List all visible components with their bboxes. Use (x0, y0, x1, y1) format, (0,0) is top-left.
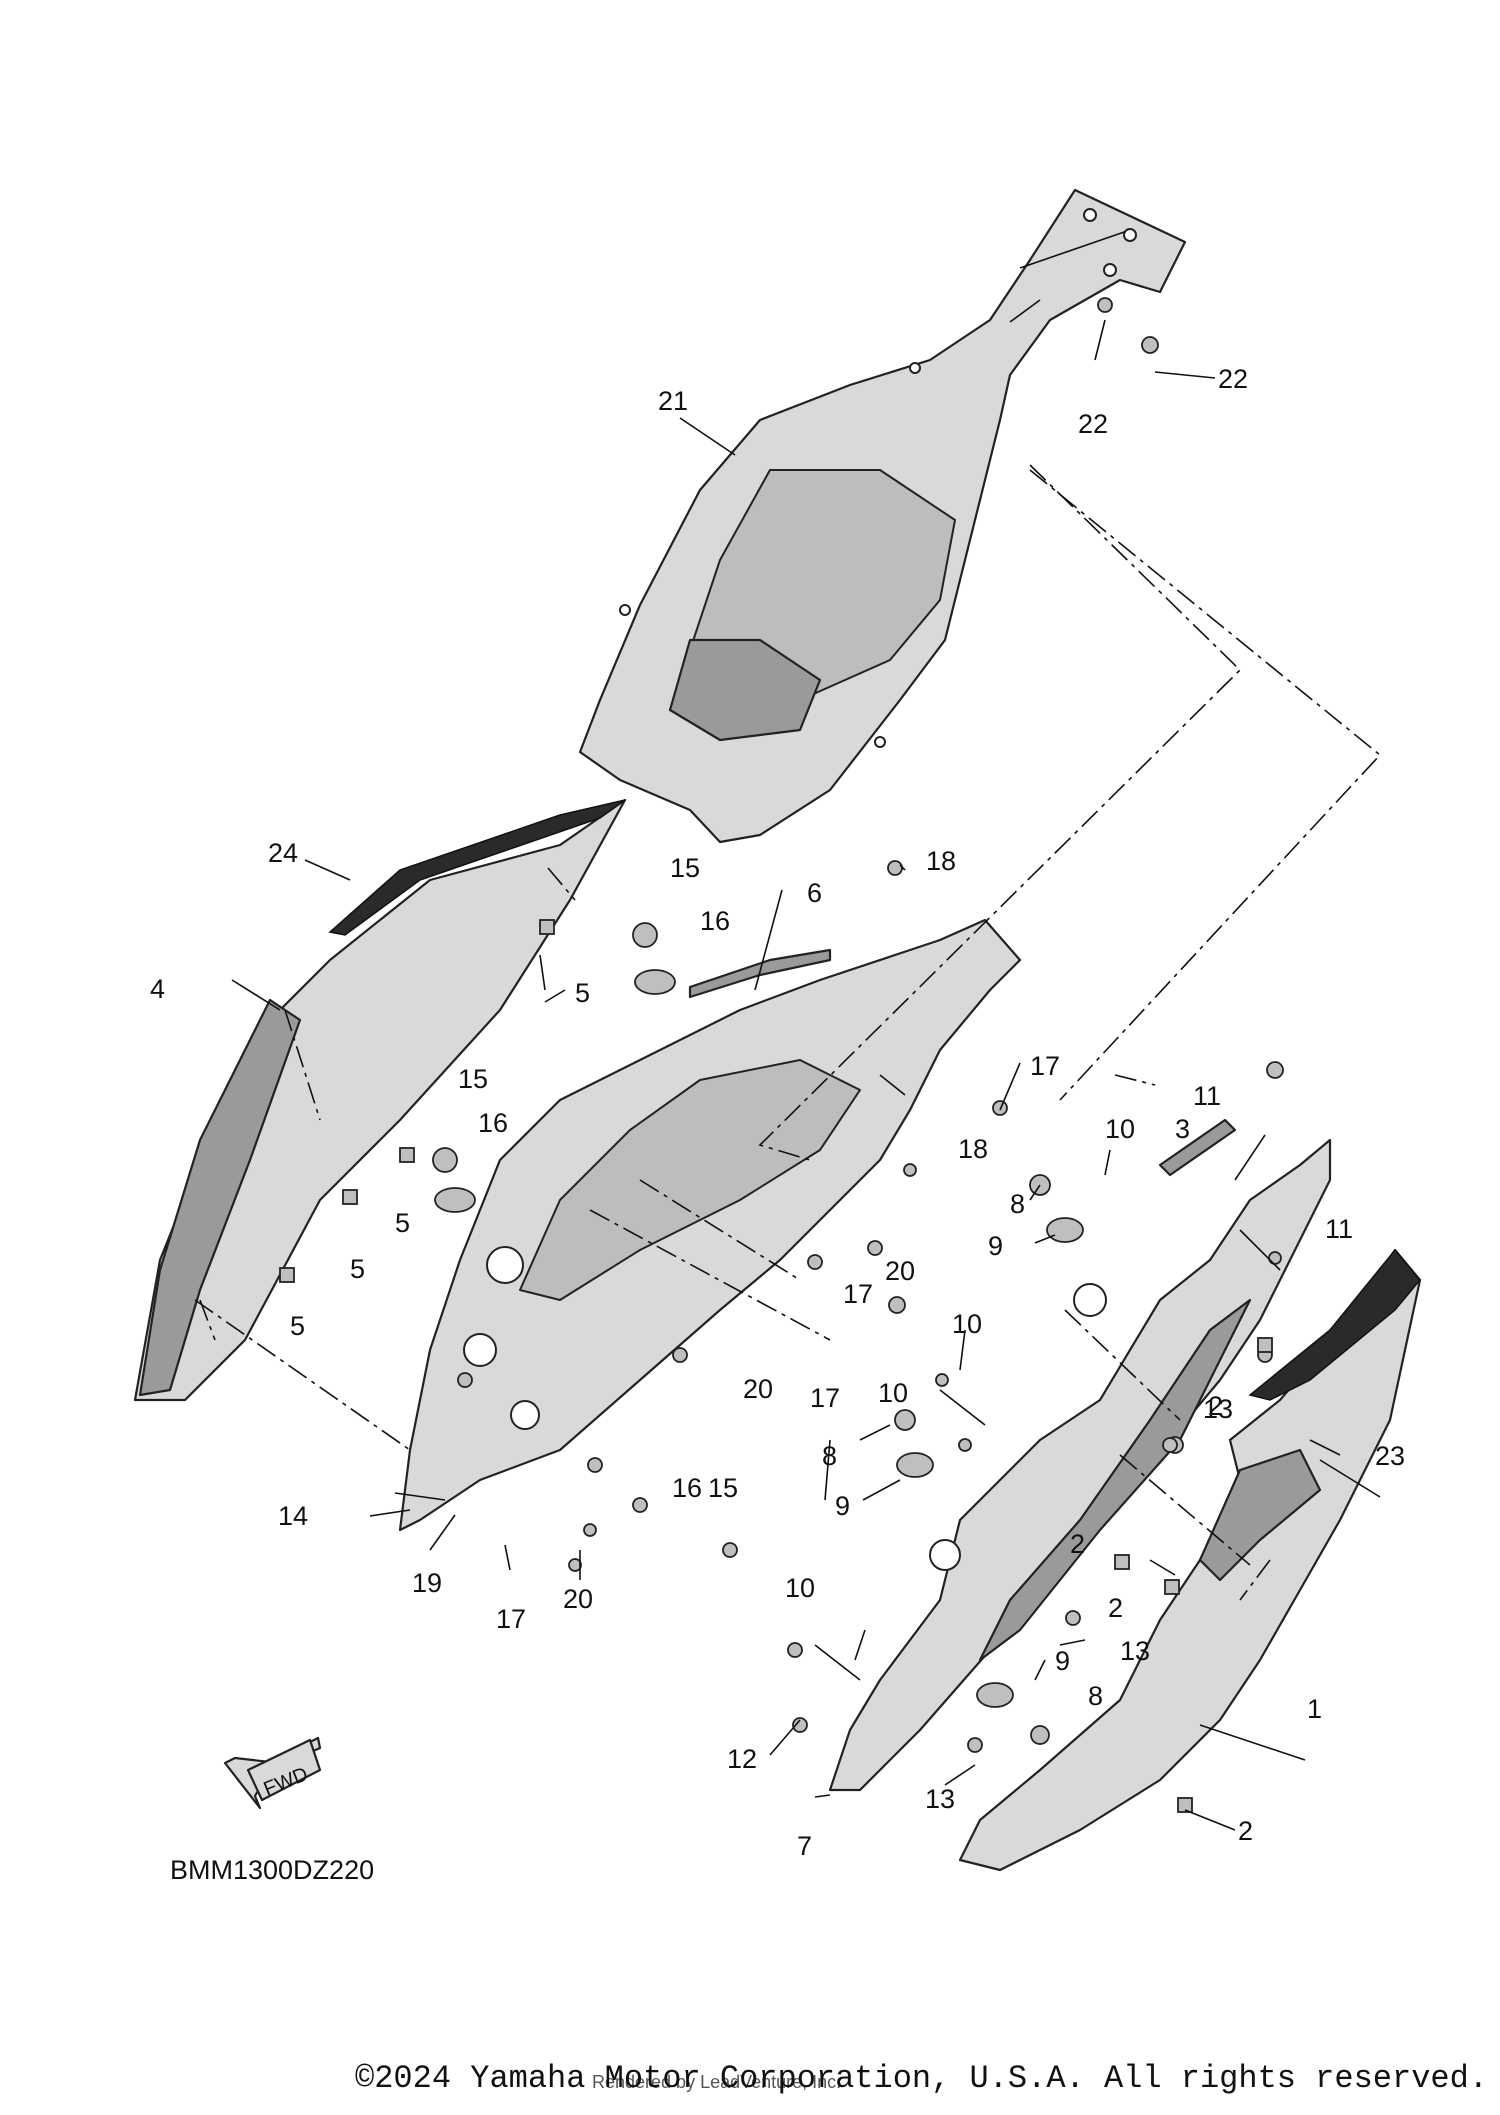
callout-22: 22 (1078, 409, 1108, 439)
fasteners (279, 297, 1284, 1813)
callout-17: 17 (810, 1383, 840, 1413)
callout-17: 17 (843, 1279, 873, 1309)
callout-7: 7 (797, 1831, 812, 1861)
callout-16: 16 (478, 1108, 508, 1138)
callout-23: 23 (1375, 1441, 1405, 1471)
callout-16: 16 (672, 1473, 702, 1503)
callout-15: 15 (458, 1064, 488, 1094)
callout-2: 2 (1208, 1391, 1223, 1421)
callout-2: 2 (1238, 1816, 1253, 1846)
fwd-arrow-icon: FWD (223, 1736, 322, 1810)
callout-24: 24 (268, 838, 298, 868)
callout-11: 11 (1193, 1081, 1221, 1111)
part-14-inner-panel (398, 918, 1022, 1532)
callout-2: 2 (1070, 1529, 1085, 1559)
callout-2: 2 (1108, 1593, 1123, 1623)
assembly-lines (194, 464, 1382, 1451)
callout-21: 21 (658, 386, 688, 416)
callout-8: 8 (822, 1441, 837, 1471)
callout-19: 19 (412, 1568, 442, 1598)
callout-13: 13 (1120, 1636, 1150, 1666)
callout-16: 16 (700, 906, 730, 936)
callout-15: 15 (708, 1473, 738, 1503)
callout-labels: 21 22 22 24 4 5 15 16 6 18 15 16 5 5 5 1… (150, 364, 1405, 1861)
callout-13: 13 (1203, 1394, 1233, 1424)
callout-5: 5 (395, 1208, 410, 1238)
callout-4: 4 (150, 974, 165, 1004)
callout-18: 18 (958, 1134, 988, 1164)
callout-5: 5 (350, 1254, 365, 1284)
callout-22: 22 (1218, 364, 1248, 394)
callout-10: 10 (1105, 1114, 1135, 1144)
callout-3: 3 (1175, 1114, 1190, 1144)
callout-13: 13 (925, 1784, 955, 1814)
callout-8: 8 (1010, 1189, 1025, 1219)
part-7-inner-panel-lower (828, 1138, 1332, 1792)
callout-14: 14 (278, 1501, 308, 1531)
callout-20: 20 (885, 1256, 915, 1286)
rendered-by: Rendered by LeadVenture, Inc. (592, 2072, 842, 2092)
callout-15: 15 (670, 853, 700, 883)
callout-6: 6 (807, 878, 822, 908)
callout-17: 17 (496, 1604, 526, 1634)
callout-1: 1 (1307, 1694, 1322, 1724)
diagram-code: BMM1300DZ220 (170, 1855, 375, 1885)
callout-9: 9 (988, 1231, 1003, 1261)
callout-11: 11 (1325, 1214, 1353, 1244)
callout-10: 10 (878, 1378, 908, 1408)
part-4-left-side-cover (133, 798, 627, 1402)
callout-10: 10 (785, 1573, 815, 1603)
callout-leaders (231, 319, 1381, 1831)
callout-5: 5 (575, 978, 590, 1008)
part-3-strip (1158, 1118, 1237, 1177)
callout-20: 20 (563, 1584, 593, 1614)
callout-10: 10 (952, 1309, 982, 1339)
callout-5: 5 (290, 1311, 305, 1341)
callout-8: 8 (1088, 1681, 1103, 1711)
callout-12: 12 (727, 1744, 757, 1774)
callout-9: 9 (1055, 1646, 1070, 1676)
callout-17: 17 (1030, 1051, 1060, 1081)
copyright: ©2024 Yamaha Motor Corporation, U.S.A. A… (355, 2060, 1488, 2097)
callout-18: 18 (926, 846, 956, 876)
callout-9: 9 (835, 1491, 850, 1521)
part-1-right-side-cover (958, 1248, 1422, 1872)
part-21-rear-cover (578, 188, 1187, 844)
callout-20: 20 (743, 1374, 773, 1404)
